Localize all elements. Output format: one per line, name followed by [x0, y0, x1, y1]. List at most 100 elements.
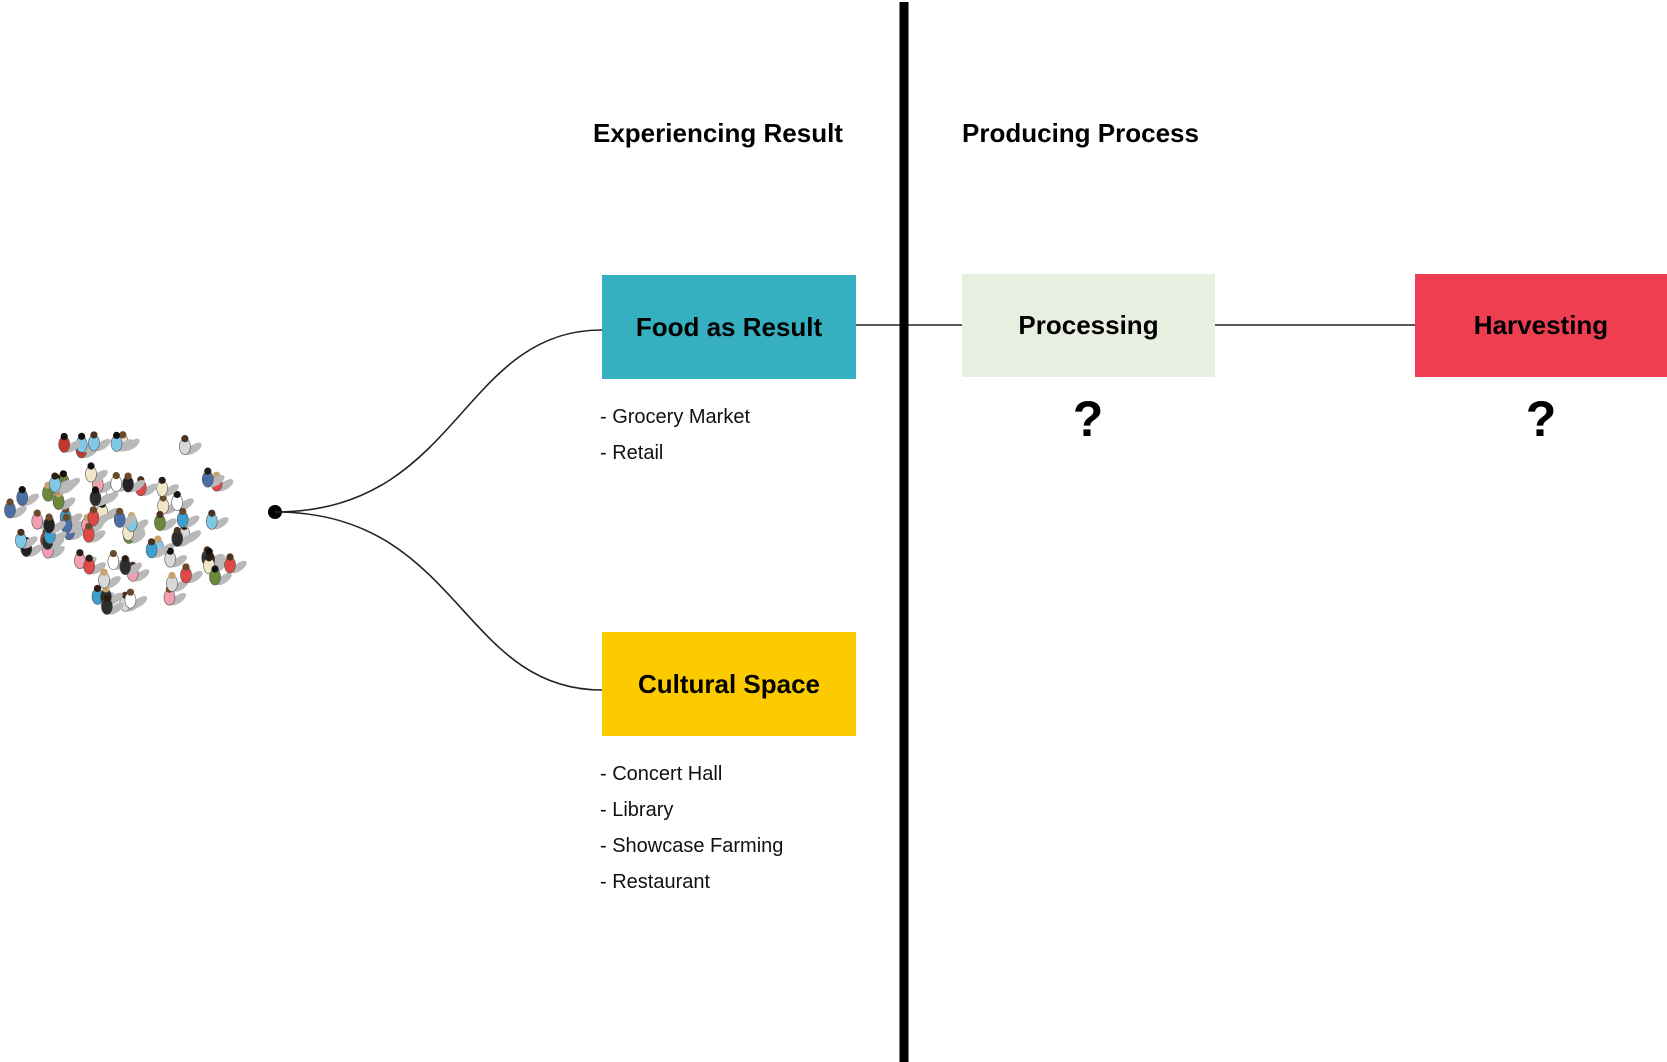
person-shadow — [94, 513, 111, 526]
harvesting-box: Harvesting — [1415, 274, 1667, 377]
person-head — [173, 526, 181, 535]
person-shadow — [56, 479, 72, 493]
person-head — [103, 594, 111, 603]
person-head — [182, 563, 190, 571]
person-shadow — [186, 442, 202, 455]
person-shadow — [108, 602, 124, 615]
processing-label: Processing — [1018, 310, 1159, 340]
person-head — [45, 513, 53, 521]
person-head — [87, 462, 95, 470]
list-item: - Concert Hall — [600, 763, 723, 785]
person-shadow — [22, 536, 38, 549]
person-head — [204, 467, 212, 475]
person-head — [90, 431, 98, 439]
person-shadow — [187, 570, 203, 584]
person-head — [76, 549, 84, 557]
food-as-result-box: Food as Result — [602, 275, 856, 379]
person-head — [18, 486, 26, 494]
list-item: - Library — [600, 799, 674, 821]
person-head — [119, 431, 127, 439]
person-head — [112, 431, 121, 439]
person-head — [100, 568, 108, 576]
person-shadow — [70, 527, 86, 540]
person-shadow — [183, 515, 200, 528]
person-shadow — [120, 515, 137, 528]
branch-curve-bottom — [274, 511, 603, 691]
person-shadow — [59, 497, 76, 510]
person-shadow — [96, 493, 113, 507]
person-shadow — [161, 518, 177, 531]
cultural-space-box: Cultural Space — [602, 632, 856, 736]
person-shadow — [129, 528, 145, 541]
person-shadow — [171, 555, 187, 568]
list-item: - Grocery Market — [600, 406, 751, 428]
person-head — [89, 506, 97, 514]
person-head — [168, 571, 176, 580]
processing-question-mark: ? — [1072, 391, 1104, 447]
person-shadow — [142, 483, 158, 496]
person-head — [166, 547, 174, 555]
list-item: - Retail — [600, 442, 664, 464]
person-head — [179, 507, 187, 516]
list-item: - Showcase Farming — [600, 835, 784, 857]
cultural-space-label: Cultural Space — [637, 668, 821, 699]
person-shadow — [178, 498, 194, 511]
person-shadow — [133, 569, 150, 582]
person-shadow — [89, 530, 106, 543]
person-shadow — [216, 572, 232, 586]
person-head — [205, 547, 213, 556]
person-head — [59, 470, 67, 478]
person-shadow — [213, 517, 229, 530]
person-head — [147, 538, 156, 546]
person-head — [158, 476, 166, 484]
person-shadow — [117, 439, 134, 452]
person-head — [112, 472, 120, 480]
person-shadow — [67, 521, 84, 534]
person-shadow — [152, 545, 169, 558]
person-shadow — [27, 544, 44, 557]
person-head — [226, 553, 234, 561]
person-head — [60, 432, 68, 441]
person-shadow — [49, 546, 65, 559]
list-item: - Restaurant — [600, 871, 711, 893]
person-shadow — [65, 440, 81, 453]
person-head — [173, 490, 181, 499]
person-shadow — [132, 519, 149, 532]
person-shadow — [126, 562, 142, 575]
experiencing-result-heading: Experiencing Result — [593, 118, 843, 148]
person-head — [17, 528, 25, 536]
cultural-space-list: - Concert Hall - Library - Showcase Farm… — [600, 756, 783, 900]
person-head — [211, 565, 219, 573]
food-as-result-list: - Grocery Market - Retail — [600, 399, 750, 471]
person-head — [6, 498, 14, 506]
person-shadow — [23, 493, 39, 506]
person-shadow — [163, 484, 179, 497]
person-shadow — [178, 534, 194, 547]
person-shadow — [51, 531, 67, 544]
person-head — [124, 472, 132, 480]
person-shadow — [231, 560, 247, 574]
person-shadow — [50, 521, 66, 534]
person-head — [154, 535, 162, 543]
person-head — [62, 513, 71, 521]
person-shadow — [217, 479, 234, 492]
person-shadow — [92, 469, 108, 483]
person-head — [181, 435, 189, 443]
person-head — [33, 509, 41, 517]
person-shadow — [105, 576, 121, 589]
person-head — [116, 507, 124, 515]
harvesting-label: Harvesting — [1473, 310, 1609, 340]
person-shadow — [129, 479, 145, 493]
person-shadow — [90, 562, 106, 575]
person-shadow — [209, 475, 225, 488]
person-shadow — [11, 505, 27, 519]
crowd-of-people-icon — [4, 431, 247, 615]
person-head — [91, 486, 100, 494]
producing-process-heading: Producing Process — [962, 118, 1199, 148]
processing-box: Processing — [962, 274, 1215, 377]
harvesting-question-mark: ? — [1525, 391, 1557, 447]
person-head — [85, 522, 93, 530]
person-shadow — [131, 596, 148, 609]
person-head — [93, 584, 102, 593]
person-shadow — [95, 438, 111, 452]
